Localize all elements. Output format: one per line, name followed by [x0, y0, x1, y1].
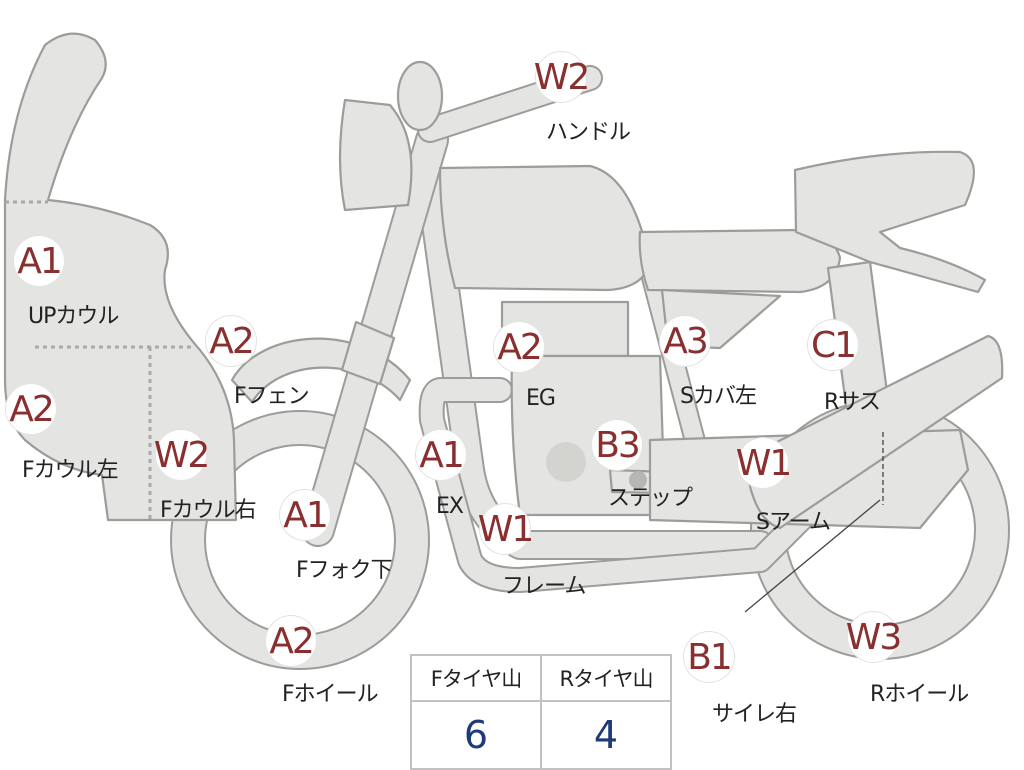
grade-badge-up-cowl[interactable]: A1	[14, 236, 64, 286]
grade-badge-f-cowl-left[interactable]: A2	[6, 384, 56, 434]
grade-badge-step[interactable]: B3	[592, 420, 642, 470]
grade-badge-silencer-right[interactable]: B1	[684, 632, 734, 682]
label-f-wheel: Fホイール	[282, 682, 379, 707]
label-frame: フレーム	[502, 574, 586, 599]
label-r-suspension: Rサス	[824, 390, 881, 415]
label-f-cowl-left: Fカウル左	[22, 458, 119, 483]
grade-badge-side-cover-left[interactable]: A3	[660, 316, 710, 366]
exhaust-shape	[418, 377, 863, 593]
grade-badge-frame[interactable]: W1	[478, 504, 534, 554]
seat-shape	[638, 228, 842, 294]
grade-badge-f-fender[interactable]: A2	[206, 316, 256, 366]
grade-badge-exhaust[interactable]: A1	[416, 430, 466, 480]
silencer-shape	[743, 334, 1004, 530]
front-fork-shape	[301, 123, 449, 547]
label-f-fork-lower: Fフォク下	[296, 558, 393, 583]
tail-cowl-shape	[793, 150, 987, 294]
label-step: ステップ	[608, 486, 693, 511]
tire-tread-table: Fタイヤ山 Rタイヤ山 6 4	[410, 654, 672, 770]
label-side-cover-left: Sカバ左	[680, 384, 757, 409]
label-engine: EG	[526, 386, 556, 411]
label-f-fender: Fフェン	[234, 384, 310, 409]
label-f-cowl-right: Fカウル右	[160, 498, 257, 523]
grade-badge-engine[interactable]: A2	[494, 322, 544, 372]
grade-badge-r-wheel[interactable]: W3	[846, 612, 902, 662]
fuel-tank-shape	[438, 164, 652, 292]
label-exhaust: EX	[436, 494, 464, 519]
label-up-cowl: UPカウル	[28, 304, 119, 329]
label-swing-arm: Sアーム	[756, 510, 831, 535]
label-silencer-right: サイレ右	[712, 702, 797, 727]
grade-badge-handle[interactable]: W2	[534, 52, 590, 102]
grade-badge-f-fork-lower[interactable]: A1	[280, 490, 330, 540]
label-r-wheel: Rホイール	[870, 682, 969, 707]
front-tire-header: Fタイヤ山	[410, 654, 542, 702]
label-handle: ハンドル	[546, 120, 631, 145]
grade-badge-f-cowl-right[interactable]: W2	[154, 430, 210, 480]
rear-tire-value: 4	[540, 700, 672, 770]
grade-badge-r-suspension[interactable]: C1	[808, 320, 858, 370]
front-tire-value: 6	[410, 700, 542, 770]
rear-tire-header: Rタイヤ山	[540, 654, 672, 702]
grade-badge-f-wheel[interactable]: A2	[266, 616, 316, 666]
grade-badge-swing-arm[interactable]: W1	[736, 438, 792, 488]
headlight-shape	[338, 98, 413, 212]
